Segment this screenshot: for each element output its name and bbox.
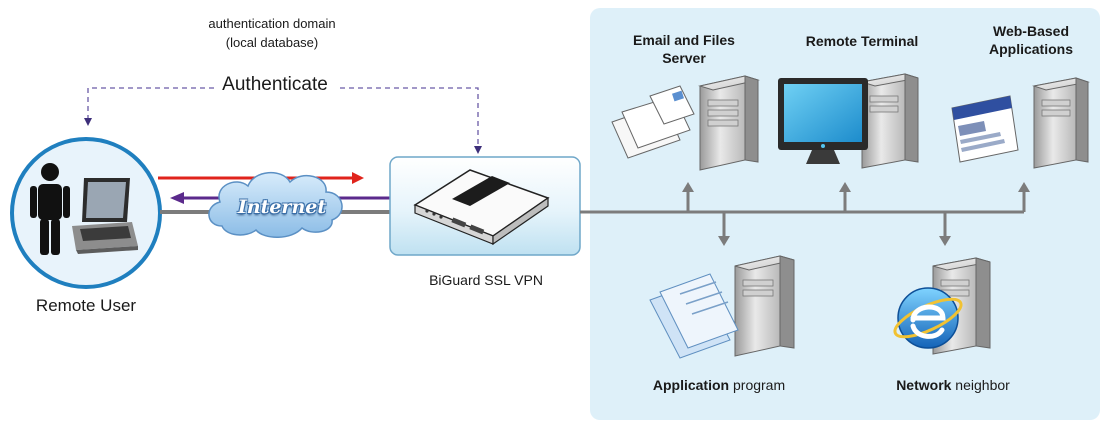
- vpn-device-icon: [413, 169, 550, 246]
- browser-window-icon: [951, 95, 1019, 163]
- network-label-bold: Network: [896, 377, 952, 393]
- web-server-tower: [1032, 77, 1090, 169]
- email-server-tower: [698, 75, 760, 171]
- app-label-bold: Application: [652, 377, 730, 393]
- web-server-label: Web-Based Applications: [989, 22, 1073, 58]
- lan-backbone: [580, 190, 1026, 238]
- email-server-label: Email and Files Server: [633, 31, 735, 67]
- web-label-line1: Web-Based: [993, 23, 1069, 39]
- auth-domain-line1: authentication domain: [208, 16, 336, 31]
- internet-explorer-icon: [893, 287, 963, 349]
- authenticate-label: Authenticate: [216, 74, 334, 96]
- email-label-line2: Server: [662, 50, 706, 66]
- internet-cloud: [208, 172, 343, 238]
- person-icon: [30, 163, 70, 255]
- terminal-server-label: Remote Terminal: [806, 32, 919, 50]
- app-label-rest: program: [729, 377, 786, 393]
- app-server-label: Application program: [653, 377, 785, 393]
- remote-user-label: Remote User: [35, 296, 137, 315]
- auth-domain-line2: (local database): [225, 35, 319, 50]
- auth-domain-label: authentication domain (local database): [208, 14, 335, 52]
- web-label-line2: Applications: [988, 41, 1074, 57]
- authenticate-path: [87, 87, 479, 148]
- document-icon: [649, 273, 739, 359]
- lan-arrowheads: [682, 182, 1030, 246]
- laptop-icon: [72, 178, 138, 254]
- terminal-label-line1: Remote Terminal: [805, 33, 919, 49]
- app-server-tower: [734, 255, 795, 357]
- email-label-line1: Email and Files: [633, 32, 735, 48]
- envelope-icon: [611, 85, 695, 159]
- network-label-rest: neighbor: [951, 377, 1010, 393]
- network-server-label: Network neighbor: [896, 377, 1010, 393]
- terminal-server-tower: [861, 73, 919, 169]
- internet-label: Internet: [237, 196, 327, 218]
- lan-panel: [590, 8, 1100, 420]
- vpn-label: BiGuard SSL VPN: [429, 272, 543, 288]
- vpn-box: [389, 156, 581, 256]
- monitor-icon: [778, 78, 868, 164]
- remote-user-circle: [10, 137, 162, 289]
